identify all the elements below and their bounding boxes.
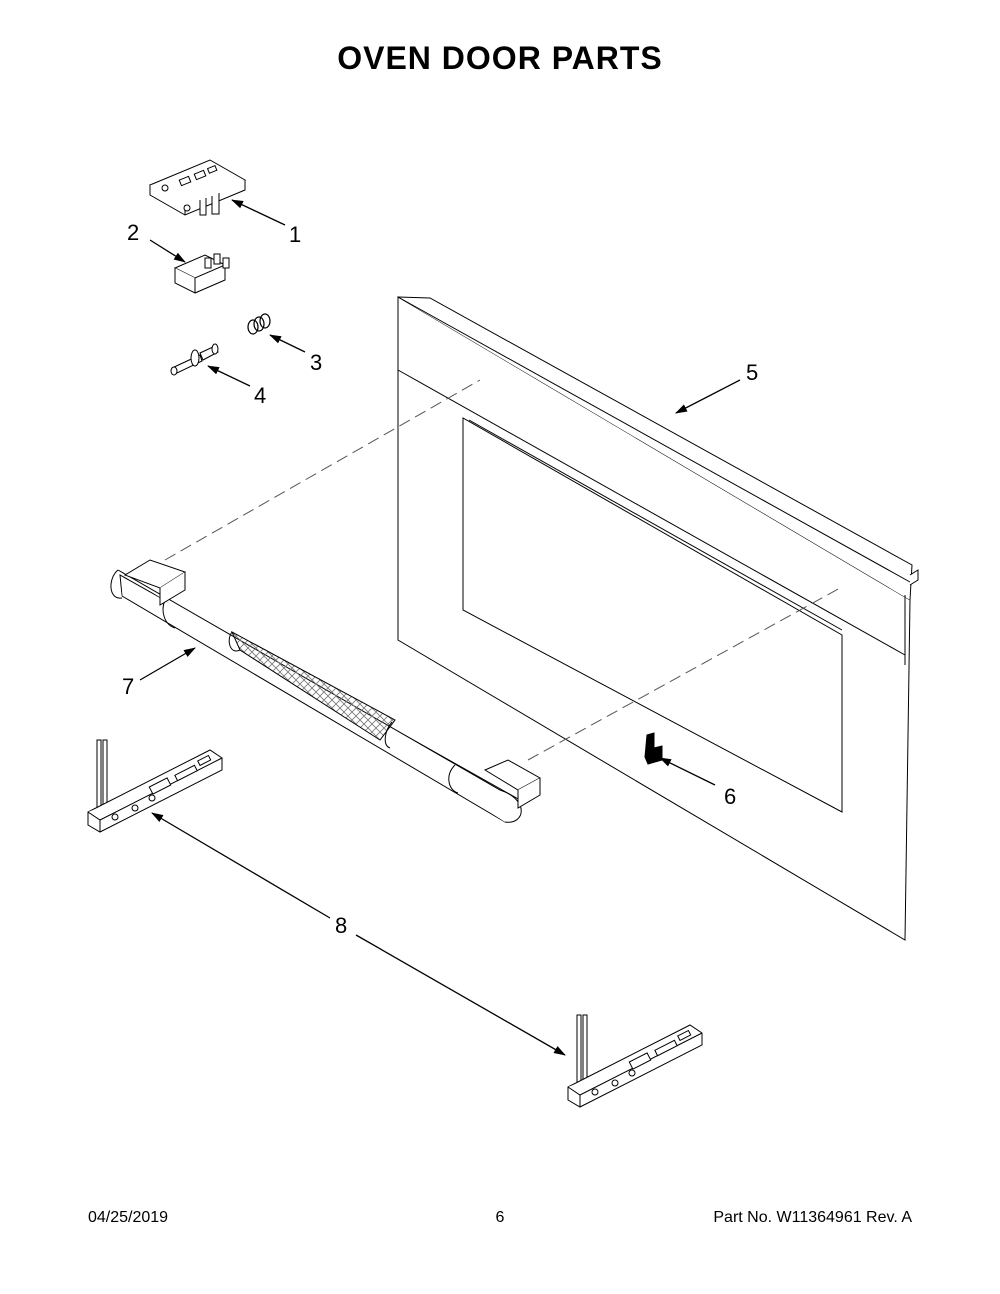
spring-part — [247, 313, 271, 335]
callout-1: 1 — [289, 222, 301, 247]
leader-lines — [139, 199, 741, 1056]
callout-2: 2 — [127, 220, 139, 245]
footer-date: 04/25/2019 — [88, 1209, 169, 1226]
door-handle-part — [110, 559, 542, 823]
alignment-lines — [164, 379, 841, 761]
callout-5: 5 — [746, 360, 758, 385]
door-hinge-left-part — [87, 739, 223, 833]
callout-3: 3 — [310, 350, 322, 375]
page-title: OVEN DOOR PARTS — [337, 40, 663, 76]
plunger-part — [170, 343, 219, 376]
callout-7: 7 — [122, 674, 134, 699]
footer-page-number: 6 — [495, 1209, 505, 1226]
latch-bracket-part — [148, 159, 247, 216]
callout-4: 4 — [254, 383, 266, 408]
callout-labels: 1 2 3 4 5 6 7 8 — [122, 220, 758, 938]
callout-6: 6 — [724, 784, 736, 809]
door-hinge-right-part — [567, 1014, 703, 1108]
callout-8: 8 — [335, 913, 347, 938]
oven-door-panel — [397, 296, 919, 941]
footer-part-number: Part No. W11364961 Rev. A — [713, 1209, 912, 1226]
badge-part — [644, 732, 663, 765]
door-switch-part — [173, 253, 230, 294]
